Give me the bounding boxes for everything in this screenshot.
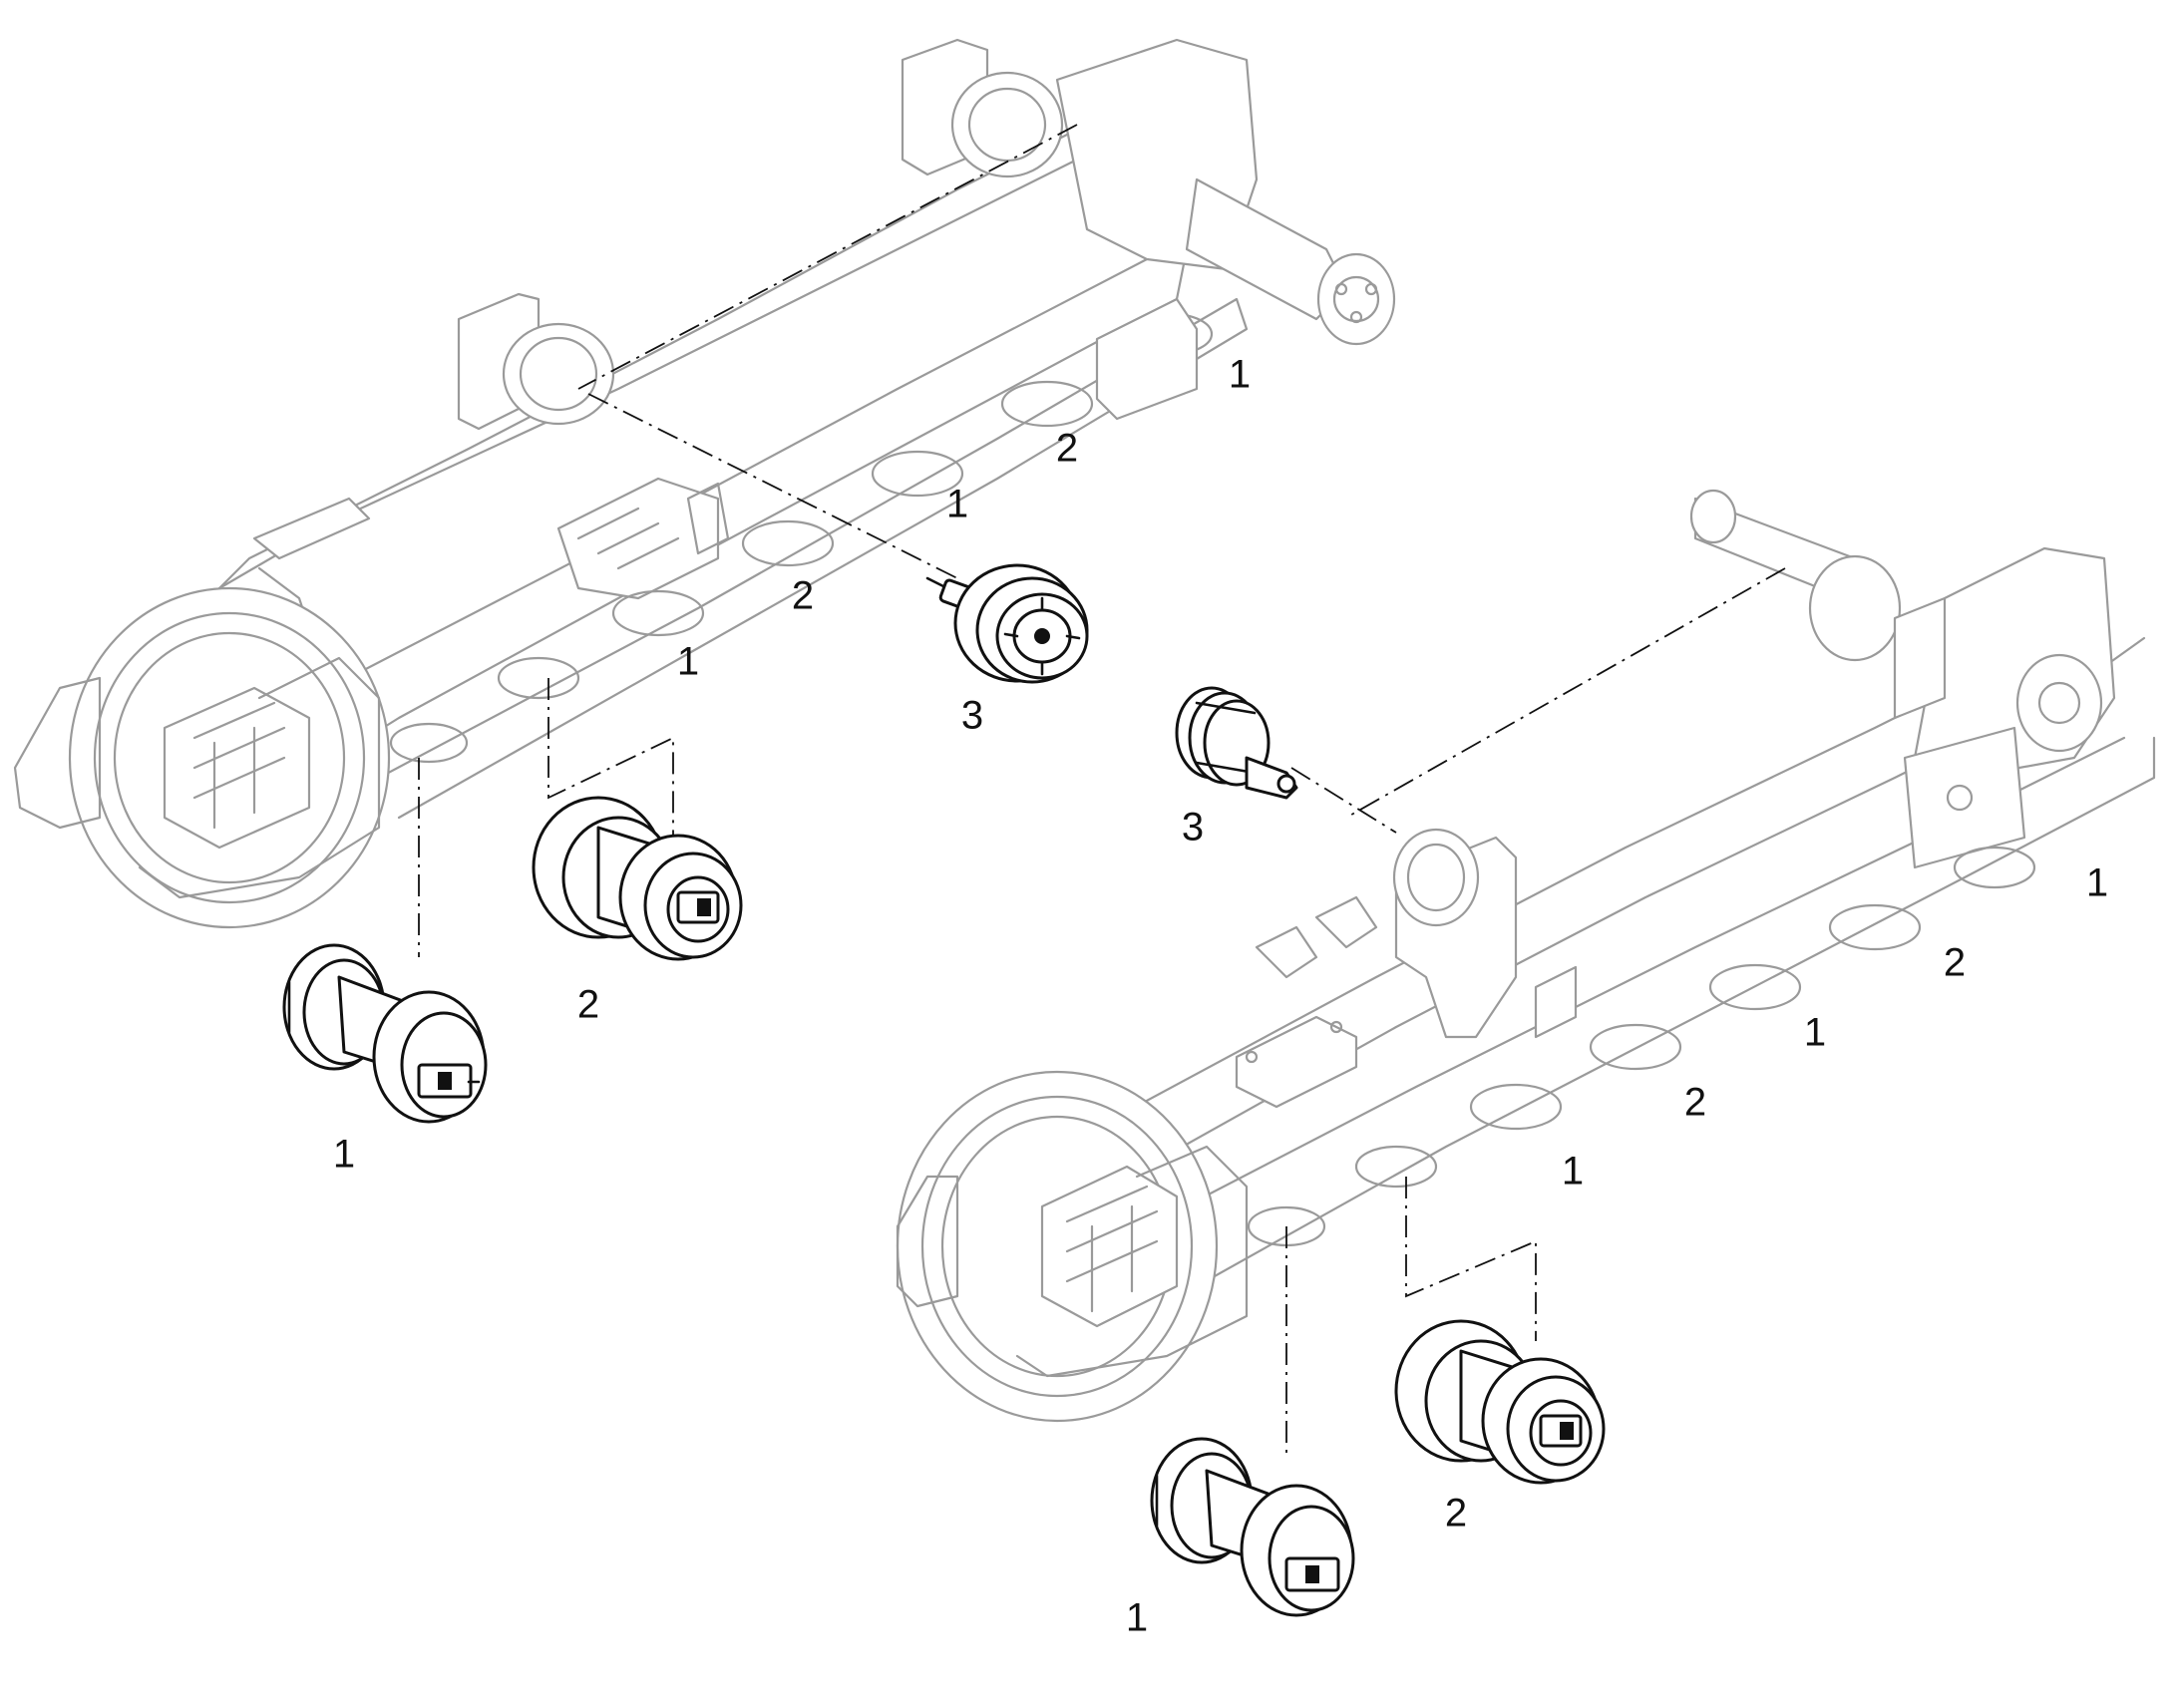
callout-right-carrier-roller: 3: [1182, 806, 1204, 850]
double-flange-roller-left: [532, 796, 743, 961]
carrier-roller-right: [1175, 686, 1298, 800]
callout-left-carrier-roller: 3: [961, 694, 983, 738]
callout-right-upper-roller-top: 2: [1944, 941, 1966, 985]
double-flange-roller-right: [1394, 1319, 1606, 1485]
callout-left-lower-roller-lower: 1: [677, 640, 699, 684]
callout-left-upper-roller-lower: 2: [792, 574, 814, 618]
single-flange-roller-left: [282, 943, 488, 1124]
right-track-frame: [896, 489, 2156, 1423]
callout-right-exploded-single-flange: 1: [1126, 1596, 1148, 1640]
callout-left-lower-roller-mid: 1: [946, 483, 968, 526]
callout-left-upper-roller-mid: 2: [1056, 427, 1078, 471]
callout-right-lower-roller-lower: 1: [1562, 1150, 1584, 1194]
callout-right-exploded-double-flange: 2: [1445, 1492, 1467, 1536]
callout-right-lower-roller-mid: 1: [1804, 1011, 1826, 1055]
leader-lines: [418, 124, 1786, 1456]
callout-left-exploded-double-flange: 2: [577, 983, 599, 1027]
callout-left-lower-roller-top: 1: [1229, 353, 1251, 397]
callout-right-lower-roller-top: 1: [2086, 861, 2108, 905]
left-track-frame: [13, 38, 1396, 929]
single-flange-roller-right: [1150, 1437, 1355, 1617]
callout-left-exploded-single-flange: 1: [333, 1133, 355, 1177]
callout-right-upper-roller-mid: 2: [1684, 1081, 1706, 1125]
callout-labels: 1 2 1 2 1 3 2 1 3 1 2 1 2 1 2 1: [333, 353, 2108, 1640]
carrier-roller-left: [925, 563, 1089, 684]
